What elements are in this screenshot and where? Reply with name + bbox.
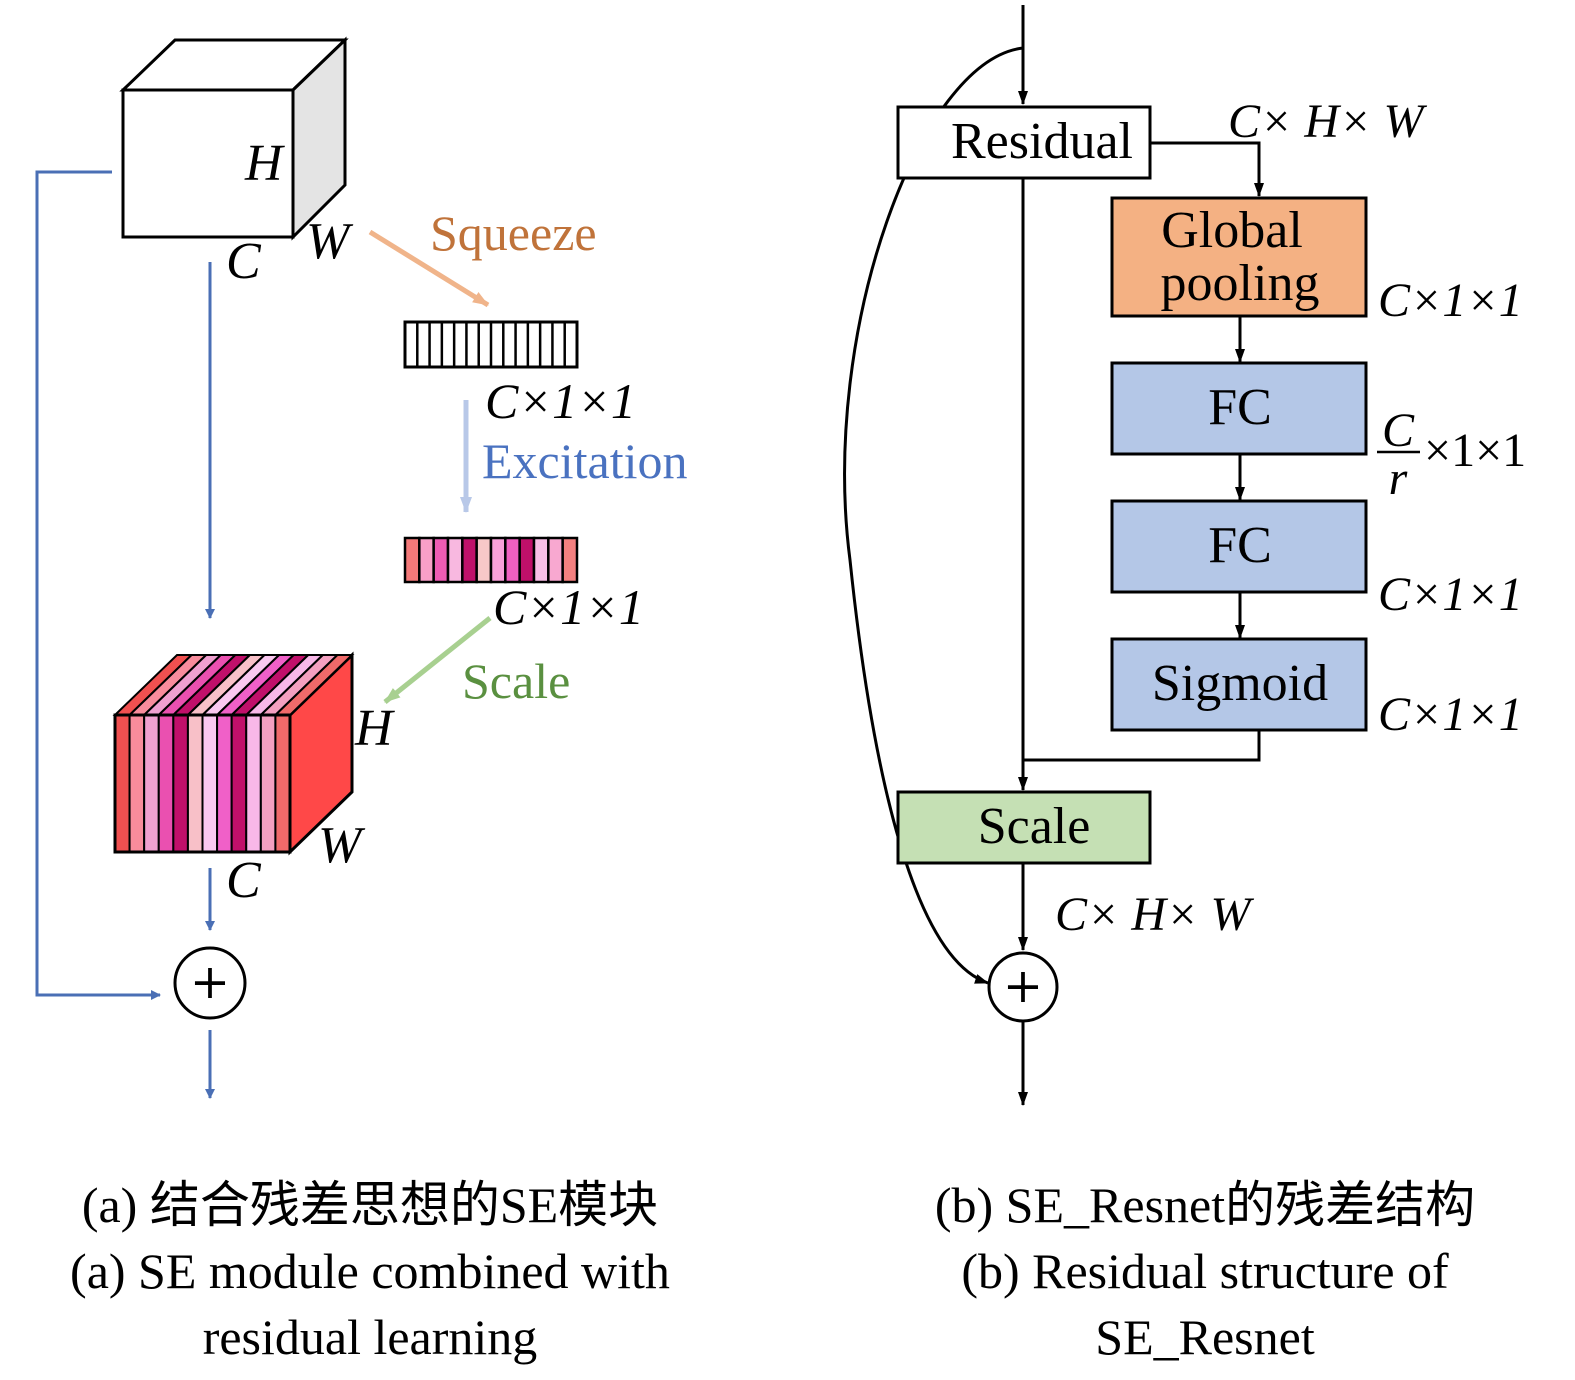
cube-channel-label: C xyxy=(226,233,262,290)
panel-b: Residual C× H× W Global pooling C×1×1 FC… xyxy=(843,5,1526,1106)
scaled-block-front-stripe xyxy=(128,714,146,853)
fc2-dims: C×1×1 xyxy=(1378,568,1523,621)
global-pooling-dims: C×1×1 xyxy=(1378,274,1523,327)
scaled-block-front-frame xyxy=(113,713,292,854)
scaled-block-front-stripe xyxy=(245,714,262,853)
scaled-block-front-stripe xyxy=(259,714,277,853)
scaled-block-front-stripe xyxy=(172,714,189,853)
cube-height-label: H xyxy=(244,135,285,192)
scaled-block-front-stripe xyxy=(274,714,291,853)
fc1-block xyxy=(1110,361,1368,456)
global-pooling-label-1: Global xyxy=(1161,202,1303,259)
squeeze-arrow xyxy=(368,229,490,308)
caption-b-zh: (b) SE_Resnet的残差结构 xyxy=(934,1177,1476,1233)
block-channel-label: C xyxy=(226,852,262,909)
residual-label: Residual xyxy=(951,113,1133,170)
excited-vector-cell xyxy=(532,536,550,584)
scaled-block-front-stripe xyxy=(157,714,175,853)
squeezed-vector xyxy=(403,320,579,369)
excited-vector-cell xyxy=(403,536,421,584)
input-feature-cube xyxy=(119,36,349,241)
caption-a-en-1: (a) SE module combined with xyxy=(70,1243,670,1299)
caption-b-en-2: SE_Resnet xyxy=(1095,1309,1315,1365)
cube-width-label: W xyxy=(306,213,354,270)
scale-arrow xyxy=(383,616,492,704)
block-width-label: W xyxy=(318,817,366,874)
sigmoid-label: Sigmoid xyxy=(1152,655,1328,712)
excited-vector-cell xyxy=(432,536,450,584)
sum-node-a xyxy=(173,946,247,1020)
residual-to-pool-arrow xyxy=(1150,141,1264,197)
caption-a-zh: (a) 结合残差思想的SE模块 xyxy=(81,1177,659,1233)
fc1-dims-rest: ×1×1 xyxy=(1424,424,1526,477)
caption-b-en-1: (b) Residual structure of xyxy=(961,1243,1449,1299)
fc1-dims-numerator: C xyxy=(1382,404,1415,457)
fc2-block xyxy=(1110,499,1368,594)
fc2-label: FC xyxy=(1208,517,1272,574)
squeeze-label: Squeeze xyxy=(430,205,597,261)
fc1-label: FC xyxy=(1208,379,1272,436)
excited-vector-cell xyxy=(418,536,435,584)
excited-vector-cell xyxy=(461,536,478,584)
scale-label: Scale xyxy=(462,653,570,709)
scaled-block-front-stripe xyxy=(216,714,233,853)
caption-a-en-2: residual learning xyxy=(202,1309,538,1365)
scale-block-label: Scale xyxy=(978,798,1091,855)
sigmoid-block xyxy=(1110,637,1368,732)
residual-block xyxy=(896,105,1152,180)
sigmoid-to-scale-line xyxy=(1023,730,1261,762)
sigmoid-dims: C×1×1 xyxy=(1378,688,1523,741)
scaled-block-front-stripe xyxy=(114,714,131,853)
panel-a: H W C Squeeze C×1×1 Excitation C×1×1 Sca… xyxy=(35,36,688,1099)
squeezed-dims: C×1×1 xyxy=(485,373,636,429)
skip-connection-line xyxy=(35,170,161,1000)
global-pooling-label-2: pooling xyxy=(1161,255,1320,312)
caption-a: (a) 结合残差思想的SE模块 (a) SE module combined w… xyxy=(0,1172,740,1370)
excited-vector-cell xyxy=(504,536,521,584)
sum-symbol-b: + xyxy=(1003,958,1043,1014)
scaled-block-front-stripe xyxy=(201,714,219,853)
excited-dims: C×1×1 xyxy=(493,579,644,635)
scaled-feature-block xyxy=(112,651,355,856)
scale-block xyxy=(896,790,1152,865)
scaled-block-front-stripe xyxy=(143,714,160,853)
excited-vector-cell xyxy=(475,536,493,584)
sum-symbol-a: + xyxy=(190,954,230,1010)
caption-b: (b) SE_Resnet的残差结构 (b) Residual structur… xyxy=(870,1172,1540,1370)
excitation-label: Excitation xyxy=(482,433,688,489)
fc1-dims-denominator: r xyxy=(1389,452,1408,505)
global-pooling-block xyxy=(1110,196,1368,318)
block-height-label: H xyxy=(354,700,395,757)
excited-vector xyxy=(403,536,579,584)
scale-dims: C× H× W xyxy=(1055,888,1254,941)
scaled-block-front-stripe xyxy=(186,714,204,853)
excited-vector-cell xyxy=(547,536,564,584)
excited-vector-cell xyxy=(518,536,536,584)
excited-vector-cell xyxy=(561,536,579,584)
excited-vector-cell xyxy=(446,536,464,584)
scaled-block-front-stripe xyxy=(230,714,248,853)
excited-vector-cell xyxy=(489,536,507,584)
residual-dims: C× H× W xyxy=(1228,95,1427,148)
